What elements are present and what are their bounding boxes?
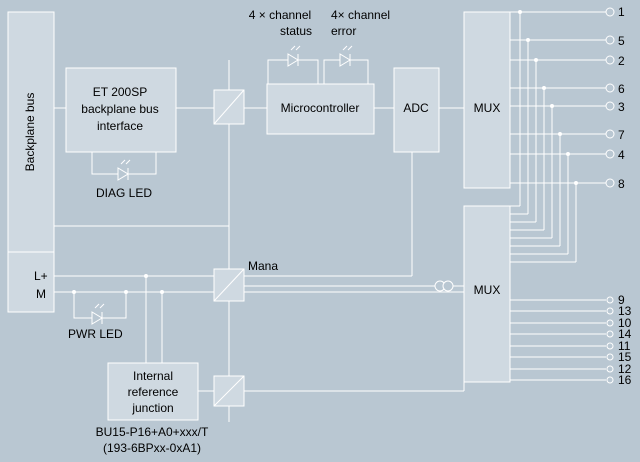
channel-status-led-icon (282, 45, 306, 67)
pin-15: 15 (618, 350, 632, 364)
isolator-bottom (213, 375, 245, 407)
adc-label: ADC (403, 101, 429, 115)
pin-4: 4 (618, 148, 625, 162)
backplane-bus-block: Backplane bus (7, 11, 55, 313)
pin-8: 8 (618, 177, 625, 191)
pin-6: 6 (618, 82, 625, 96)
terminals (605, 7, 615, 384)
pwr-led-icon (91, 303, 105, 325)
et200sp-line-3: interface (97, 119, 143, 133)
filter-symbol (434, 280, 454, 292)
mux-bottom-block: MUX (463, 205, 511, 383)
mana-label: Mana (248, 259, 278, 273)
mux-bottom-label: MUX (474, 283, 501, 297)
internal-reference-junction-block: Internal reference junction (107, 362, 199, 421)
channel-error-led-icon (339, 45, 353, 67)
channel-error-label-1: 4× channel (331, 8, 390, 22)
part-number-line-2: (193-6BPxx-0xA1) (103, 441, 201, 455)
et200sp-line-1: ET 200SP (93, 85, 147, 99)
internal-ref-line-3: junction (131, 401, 173, 415)
pin-10: 10 (618, 316, 632, 330)
backplane-bus-label: Backplane bus (23, 93, 37, 172)
mux-top-label: MUX (474, 101, 501, 115)
pin-3: 3 (618, 100, 625, 114)
pin-14: 14 (618, 327, 632, 341)
pin-12: 12 (618, 362, 632, 376)
pin-7: 7 (618, 128, 625, 142)
pin-16: 16 (618, 373, 632, 387)
microcontroller-label: Microcontroller (281, 101, 360, 115)
internal-ref-line-1: Internal (133, 369, 173, 383)
internal-ref-line-2: reference (128, 385, 179, 399)
diag-led-label: DIAG LED (96, 186, 152, 200)
channel-status-label-2: status (280, 24, 312, 38)
isolator-top (213, 89, 245, 125)
pin-13: 13 (618, 304, 632, 318)
channel-status-label-1: 4 × channel (249, 8, 311, 22)
m-label: M (36, 287, 46, 301)
adc-block: ADC (393, 67, 440, 153)
pwr-led-label: PWR LED (68, 327, 123, 341)
pin-1: 1 (618, 5, 625, 19)
pin-2: 2 (618, 54, 625, 68)
microcontroller-block: Microcontroller (266, 83, 375, 135)
pin-11: 11 (618, 339, 631, 353)
channel-error-label-2: error (331, 24, 356, 38)
et200sp-interface-block: ET 200SP backplane bus interface (65, 67, 177, 153)
junction-dots (72, 10, 578, 294)
mux-top-block: MUX (463, 11, 511, 189)
isolator-mana (213, 268, 245, 302)
pin-5: 5 (618, 34, 625, 48)
l-plus-label: L+ (34, 269, 48, 283)
diag-led-icon (117, 159, 131, 181)
et200sp-line-2: backplane bus (81, 102, 158, 116)
part-number-line-1: BU15-P16+A0+xxx/T (96, 425, 209, 439)
pin-9: 9 (618, 293, 625, 307)
